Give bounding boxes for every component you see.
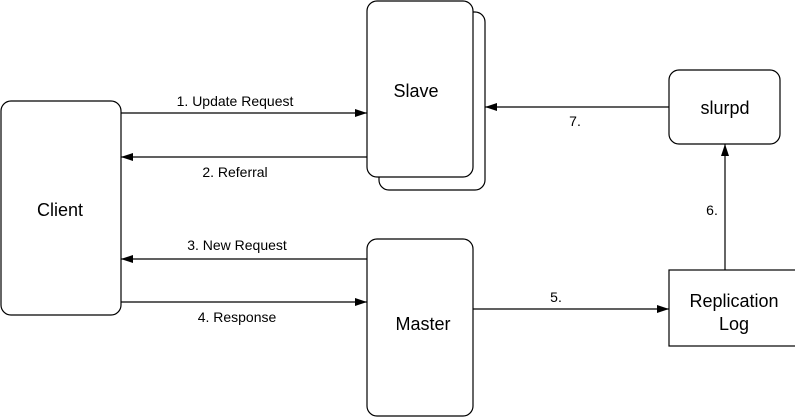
client-label: Client (37, 200, 83, 220)
edge-log-to-slurpd: 6. (706, 144, 729, 270)
slurpd-label: slurpd (700, 98, 749, 118)
referral-label: 2. Referral (202, 164, 267, 180)
new-request-label: 3. New Request (187, 237, 287, 253)
response-label: 4. Response (198, 309, 277, 325)
master-label: Master (395, 314, 450, 334)
replication-log-node: Replication Log (668, 269, 795, 347)
edge-new-request: 3. New Request (121, 237, 367, 263)
log-to-slurpd-label: 6. (706, 202, 718, 218)
slurpd-node: slurpd (668, 69, 781, 145)
update-request-label: 1. Update Request (177, 93, 294, 109)
edge-update-request: 1. Update Request (121, 93, 367, 117)
slave-label: Slave (393, 81, 438, 101)
replication-log-label-line2: Log (719, 314, 749, 334)
edge-master-to-log: 5. (473, 289, 669, 313)
slave-box (366, 0, 474, 178)
slave-node: Slave (366, 0, 486, 191)
master-to-log-label: 5. (550, 289, 562, 305)
client-node: Client (0, 100, 122, 316)
edge-response: 4. Response (121, 298, 367, 325)
master-node: Master (366, 238, 474, 417)
edge-referral: 2. Referral (121, 153, 367, 180)
edge-slurpd-to-slave: 7. (485, 103, 669, 129)
slurpd-to-slave-label: 7. (569, 113, 581, 129)
replication-log-label-line1: Replication (689, 291, 778, 311)
